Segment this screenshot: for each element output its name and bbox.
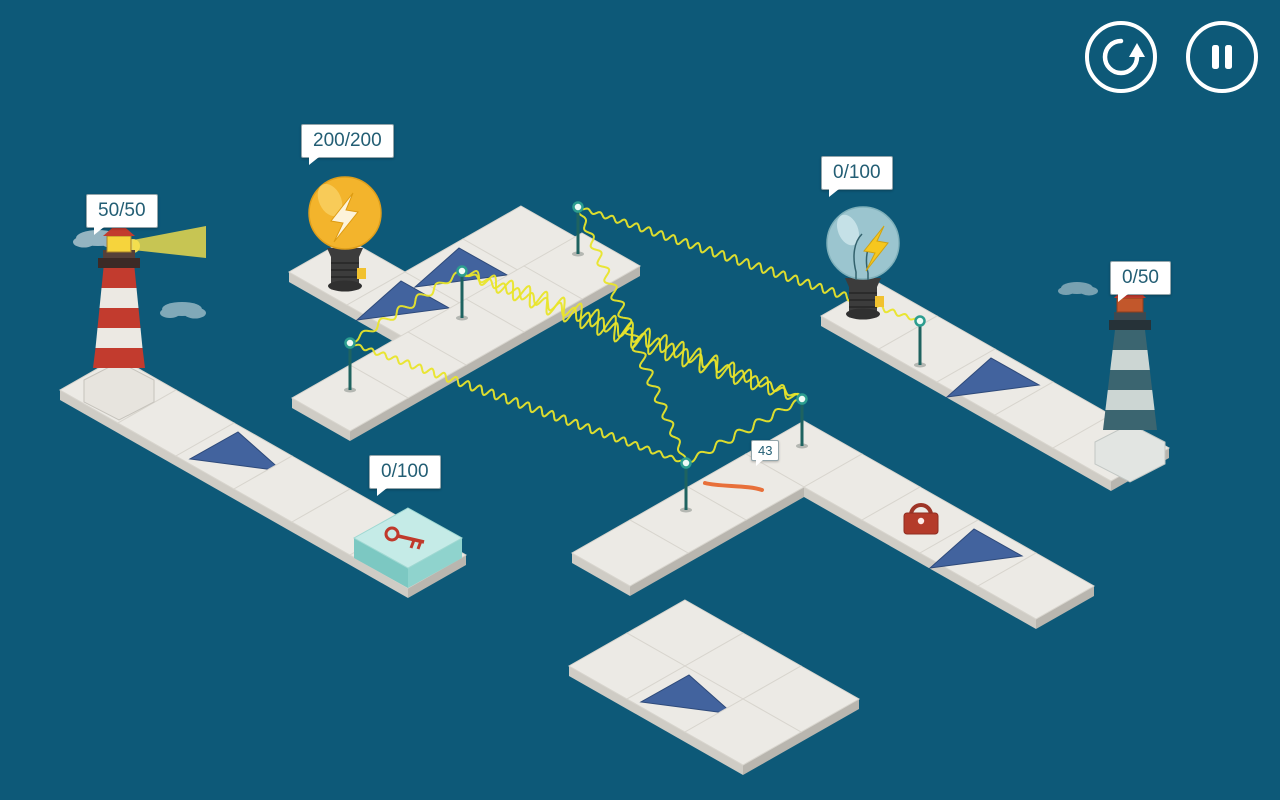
lamp-room [106,235,132,253]
wire-1[interactable] [349,270,463,344]
lightning-bolt-icon [330,192,359,243]
wire-6[interactable] [685,398,803,464]
ramp-tile [639,674,735,715]
key-tile[interactable] [352,507,464,588]
bulb-yellow[interactable] [308,176,382,292]
cloud-3 [1058,282,1098,296]
pole-5[interactable] [796,393,808,449]
lighthouse-dome [103,222,135,236]
platform-bulb-teal [820,282,1170,492]
orange-wire-segment[interactable] [703,481,764,492]
counter-bulb-teal: 0/100 [821,156,893,197]
wire-5[interactable] [349,342,687,464]
pole-1[interactable] [344,337,356,393]
pole-2[interactable] [456,265,468,321]
key-icon [384,526,425,550]
ramp-tile [928,528,1024,569]
wire-7[interactable] [577,206,687,464]
counter-lighthouse-right: 0/50 [1110,261,1171,302]
counter-lighthouse-left: 50/50 [86,194,158,235]
platform-central [571,420,1095,630]
ramp-tile [188,431,284,472]
counter-key-tile: 0/100 [369,455,441,496]
light-beam [133,226,206,258]
platform-lighthouse-left [59,356,467,599]
wire-charge-badge: 43 [751,440,780,466]
restart-button[interactable] [1085,21,1157,93]
platform-floating [568,599,860,776]
bulb-teal[interactable] [826,206,900,320]
counter-bulb-yellow: 200/200 [301,124,394,165]
pole-6[interactable] [914,315,926,368]
pole-3[interactable] [572,201,584,257]
pause-icon [1212,45,1232,69]
lighthouse-right[interactable] [1094,276,1166,483]
socket-tag [875,296,884,307]
cloud-2 [160,302,206,319]
pause-button[interactable] [1186,21,1258,93]
lock-icon [903,503,939,535]
lightning-bolt-icon [863,225,889,272]
circular-arrow-icon [1102,38,1145,76]
socket-tag [357,268,366,279]
pole-4[interactable] [680,457,692,513]
lighthouse-left[interactable] [83,216,206,421]
ramp-tile [945,357,1041,398]
